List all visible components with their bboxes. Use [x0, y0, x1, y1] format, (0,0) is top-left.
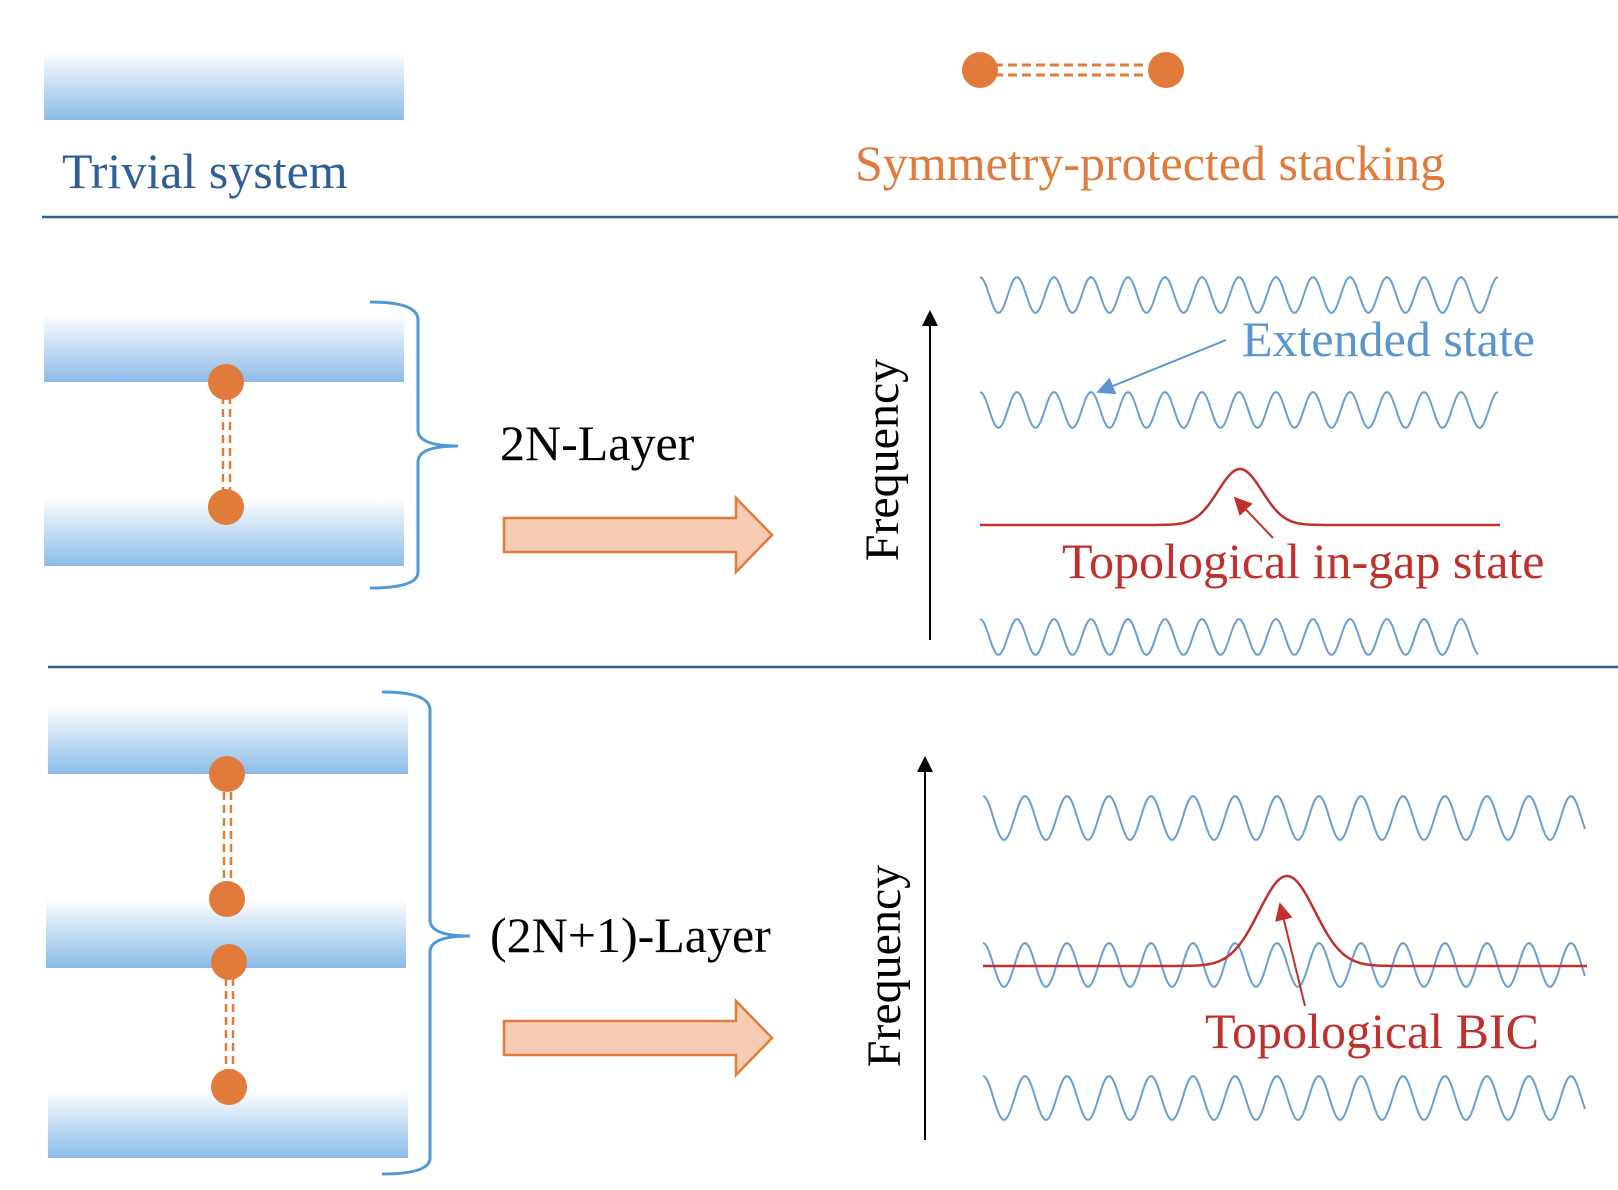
panel-odd-layer: (2N+1)-Layer Frequency Topological BIC [46, 690, 1587, 1176]
stacking-link [208, 364, 244, 525]
panel-even-layer: 2N-Layer Frequency Extended state Topolo… [44, 275, 1544, 656]
stacking-link [211, 944, 247, 1105]
stacking-node [208, 364, 244, 400]
symmetry-protected-stacking-label: Symmetry-protected stacking [855, 135, 1445, 191]
topological-in-gap-state-curve [980, 467, 1500, 527]
layer-count-label: 2N-Layer [500, 415, 695, 471]
stacking-link [209, 756, 245, 917]
topological-bic-label: Topological BIC [1205, 1003, 1539, 1059]
topological-in-gap-state-pointer [1233, 496, 1274, 539]
stacking-node [208, 489, 244, 525]
stacking-symbol [962, 52, 1184, 88]
extended-state-wave [979, 390, 1499, 429]
stacking-node [211, 944, 247, 980]
extended-state-label: Extended state [1242, 311, 1535, 367]
extended-state-wave [982, 1074, 1586, 1121]
layer-bracket [381, 690, 471, 1176]
trivial-system-label: Trivial system [62, 143, 348, 199]
extended-state-pointer [1096, 339, 1227, 395]
stacking-node [962, 52, 998, 88]
stacking-node [211, 1069, 247, 1105]
extended-state-wave [982, 941, 1586, 988]
layer-count-label: (2N+1)-Layer [490, 907, 771, 963]
transform-arrow [502, 494, 774, 576]
extended-state-wave [979, 617, 1479, 656]
stacking-node [1148, 52, 1184, 88]
frequency-axis-label: Frequency [858, 865, 911, 1068]
layer-bracket [369, 300, 459, 590]
trivial-system-slab [44, 52, 404, 120]
extended-state-wave [979, 275, 1499, 314]
topological-bic-curve [983, 874, 1587, 968]
frequency-axis-label: Frequency [856, 359, 909, 562]
topological-in-gap-state-label: Topological in-gap state [1062, 533, 1544, 589]
stacking-node [209, 756, 245, 792]
stacking-node [209, 881, 245, 917]
topological-bic-pointer [1275, 902, 1306, 1007]
legend: Trivial system Symmetry-protected stacki… [44, 52, 1445, 199]
extended-state-wave [982, 794, 1586, 841]
transform-arrow [502, 997, 774, 1079]
